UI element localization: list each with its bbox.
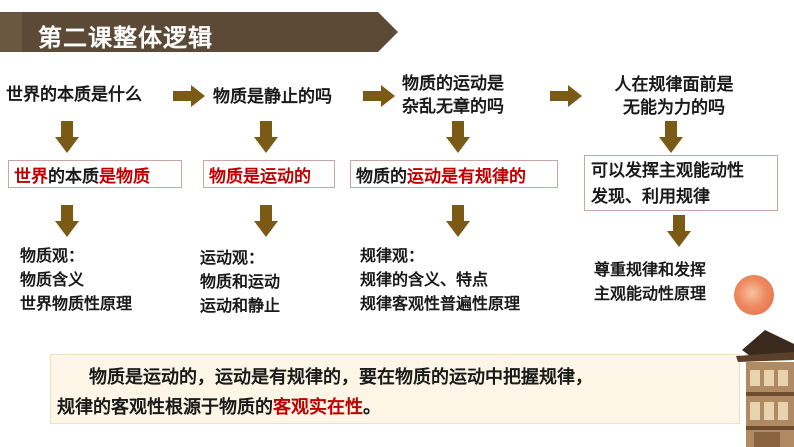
sun-decoration [734, 275, 774, 315]
concept-3-line-2: 规律的含义、特点 [360, 270, 489, 289]
answer-1-part-1: 世界 [14, 166, 48, 187]
answer-2-text: 物质是运动的 [209, 166, 311, 187]
question-1: 世界的本质是什么 [6, 85, 142, 105]
concept-3-line-3: 规律客观性普遍性原理 [360, 294, 521, 313]
concept-1-line-3: 世界物质性原理 [20, 294, 133, 313]
question-3-line-2: 杂乱无章的吗 [402, 97, 504, 117]
question-4-line-1: 人在规律面前是 [614, 75, 734, 95]
summary-highlight: 客观实在性 [273, 397, 363, 418]
summary-line-2-end: 。 [363, 397, 381, 418]
answer-3-part-2: 运动是有规律的 [407, 166, 526, 187]
right-arrow-icon [173, 85, 205, 107]
concept-1-line-2: 物质含义 [20, 270, 85, 289]
concept-2-line-1: 运动观： [200, 248, 265, 267]
answer-box-3: 物质的运动是有规律的 [350, 160, 558, 188]
answer-box-1: 世界的本质是物质 [8, 160, 182, 188]
answer-1-part-2: 的本质 [48, 166, 99, 187]
down-arrow-icon [55, 121, 79, 153]
summary-box: 物质是运动的，运动是有规律的，要在物质的运动中把握规律， 规律的客观性根源于物质… [50, 354, 740, 424]
answer-4-line-2: 发现、利用规律 [591, 187, 710, 207]
down-arrow-icon [254, 121, 278, 153]
concept-3: 规律观： 规律的含义、特点 规律客观性普遍性原理 [360, 244, 520, 316]
title-banner-shape [0, 12, 398, 52]
concept-4: 尊重规律和发挥 主观能动性原理 [594, 258, 706, 306]
question-4-line-2: 无能为力的吗 [623, 98, 725, 118]
question-4: 人在规律面前是 无能为力的吗 [604, 74, 744, 120]
concept-2: 运动观： 物质和运动 运动和静止 [200, 246, 280, 318]
question-2: 物质是静止的吗 [213, 87, 332, 107]
down-arrow-icon [667, 215, 691, 247]
right-arrow-icon [363, 85, 395, 107]
answer-1-part-3: 是物质 [99, 166, 150, 187]
concept-2-line-3: 运动和静止 [200, 296, 281, 315]
down-arrow-icon [446, 205, 470, 237]
summary-line-2: 规律的客观性根源于物质的客观实在性。 [57, 393, 381, 419]
answer-box-2: 物质是运动的 [203, 160, 335, 188]
title-banner: 第二课整体逻辑 [0, 12, 398, 52]
down-arrow-icon [55, 205, 79, 237]
concept-3-line-1: 规律观： [360, 246, 425, 265]
concept-2-line-2: 物质和运动 [200, 272, 281, 291]
question-3: 物质的运动是 杂乱无章的吗 [402, 73, 504, 119]
concept-4-line-1: 尊重规律和发挥 [594, 260, 707, 279]
answer-3-part-1: 物质的 [356, 166, 407, 187]
concept-1-line-1: 物质观： [20, 246, 85, 265]
right-arrow-icon [550, 85, 582, 107]
question-3-line-1: 物质的运动是 [402, 74, 504, 94]
summary-line-1: 物质是运动的，运动是有规律的，要在物质的运动中把握规律， [89, 367, 593, 388]
concept-1: 物质观： 物质含义 世界物质性原理 [20, 244, 132, 316]
down-arrow-icon [446, 121, 470, 153]
concept-4-line-2: 主观能动性原理 [594, 284, 707, 303]
summary-line-2-text: 规律的客观性根源于物质的 [57, 397, 273, 418]
down-arrow-icon [254, 205, 278, 237]
page-title: 第二课整体逻辑 [38, 24, 213, 52]
pavilion-illustration [736, 330, 794, 447]
down-arrow-icon [659, 121, 683, 153]
answer-4-line-1: 可以发挥主观能动性 [591, 161, 744, 181]
answer-box-4: 可以发挥主观能动性 发现、利用规律 [584, 155, 778, 211]
